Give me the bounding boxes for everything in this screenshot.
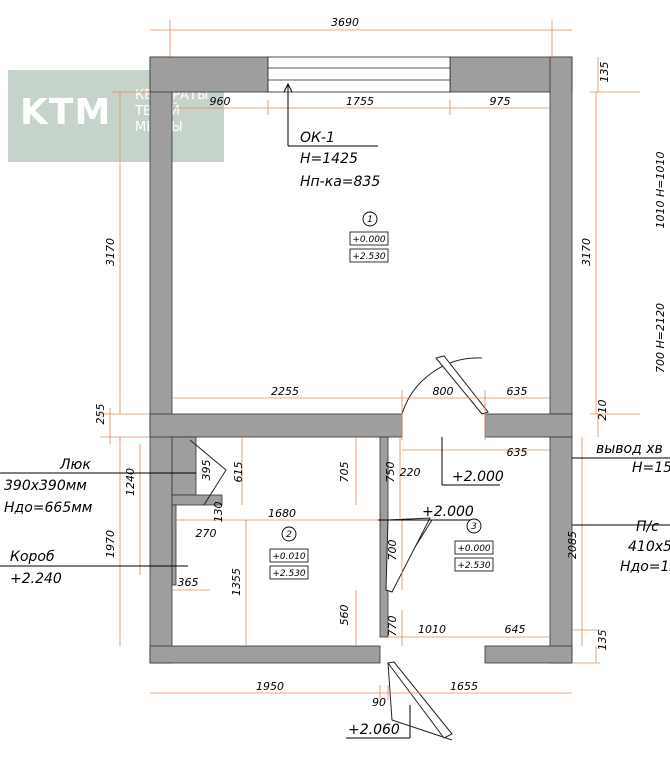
room-3-label: 3 +0.000 +2.530 xyxy=(454,518,494,572)
dim-90: 90 xyxy=(372,696,386,709)
dim-win-width: 1755 xyxy=(346,95,374,108)
room-3-floor: +0.000 xyxy=(457,544,491,554)
dim-135b: 135 xyxy=(596,630,609,651)
dim-130: 130 xyxy=(212,502,225,523)
dim-2085: 2085 xyxy=(566,531,579,559)
window-sill-height: Нп-ка=835 xyxy=(300,174,380,190)
ps-height: Ндо=12 xyxy=(620,559,670,575)
window-note: ОК-1 Н=1425 Нп-ка=835 xyxy=(300,130,380,190)
dim-win-right: 975 xyxy=(490,95,511,108)
doors xyxy=(189,355,489,741)
dim-615: 615 xyxy=(232,462,245,483)
elevation-2000b: +2.000 xyxy=(422,504,474,520)
room-2-label: 2 +0.010 +2.530 xyxy=(269,526,309,580)
annotations: Люк 390х390мм Ндо=665мм Короб +2.240 +2.… xyxy=(4,441,670,738)
dim-750: 750 xyxy=(384,462,397,483)
vent-height: Н=15 xyxy=(632,460,670,476)
dim-1950: 1950 xyxy=(256,680,284,693)
elevation-2060: +2.060 xyxy=(348,722,400,738)
hatch-size: 390х390мм xyxy=(4,478,87,494)
dim-635b: 635 xyxy=(507,446,528,459)
dim-270: 270 xyxy=(196,527,217,540)
leader-lines xyxy=(0,82,670,739)
dim-1355: 1355 xyxy=(230,568,243,596)
dim-645: 645 xyxy=(505,623,526,636)
window-ok1 xyxy=(267,56,451,93)
walls xyxy=(149,56,573,664)
window-height: Н=1425 xyxy=(300,151,358,167)
hatch-height: Ндо=665мм xyxy=(4,500,93,516)
dim-705: 705 xyxy=(338,462,351,483)
dim-255: 255 xyxy=(94,404,107,425)
dim-top-wall: 135 xyxy=(598,62,611,83)
ps-size: 410х5 xyxy=(628,539,670,555)
window-name: ОК-1 xyxy=(300,130,335,146)
dimension-lines xyxy=(100,20,640,700)
box-title: Короб xyxy=(10,549,55,565)
dim-560: 560 xyxy=(338,605,351,626)
hatch-title: Люк xyxy=(59,457,91,473)
dim-right-clip-2: 700 H=2120 xyxy=(654,303,667,373)
room-3-ceiling: +2.530 xyxy=(457,561,491,571)
box-height: +2.240 xyxy=(10,571,62,587)
dim-1655: 1655 xyxy=(450,680,478,693)
dim-1970: 1970 xyxy=(104,530,117,558)
room-2-floor: +0.010 xyxy=(272,552,306,562)
dim-210: 210 xyxy=(596,400,609,421)
vent-title: вывод хв xyxy=(596,441,663,457)
dim-2255: 2255 xyxy=(271,385,299,398)
dim-win-left: 960 xyxy=(210,95,231,108)
dimension-text: 3690 135 960 1755 975 3170 3170 2255 800… xyxy=(94,16,667,709)
dim-220: 220 xyxy=(400,466,421,479)
dim-room1-h-right: 3170 xyxy=(580,238,593,266)
dim-635: 635 xyxy=(507,385,528,398)
dim-door-800: 800 xyxy=(433,385,454,398)
dim-1010: 1010 xyxy=(418,623,446,636)
dim-395: 395 xyxy=(200,460,213,481)
dim-1680: 1680 xyxy=(268,507,296,520)
dim-room1-h-left: 3170 xyxy=(104,238,117,266)
svg-text:3: 3 xyxy=(471,522,477,532)
svg-text:1: 1 xyxy=(367,215,373,225)
dim-365: 365 xyxy=(178,576,199,589)
ps-title: П/с xyxy=(636,519,659,535)
room-1-label: 1 +0.000 +2.530 xyxy=(349,211,389,263)
dim-770: 770 xyxy=(386,616,399,637)
room-1-ceiling: +2.530 xyxy=(352,252,386,262)
svg-text:2: 2 xyxy=(286,530,292,540)
logo-mark: KTM xyxy=(20,92,112,133)
dim-1240: 1240 xyxy=(124,468,137,496)
room-1-floor: +0.000 xyxy=(352,235,386,245)
dim-right-clip-1: 1010 H=1010 xyxy=(654,152,667,229)
room-2-ceiling: +2.530 xyxy=(272,569,306,579)
dim-total-width: 3690 xyxy=(331,16,359,29)
elevation-2000a: +2.000 xyxy=(452,469,504,485)
dim-700: 700 xyxy=(386,540,399,561)
